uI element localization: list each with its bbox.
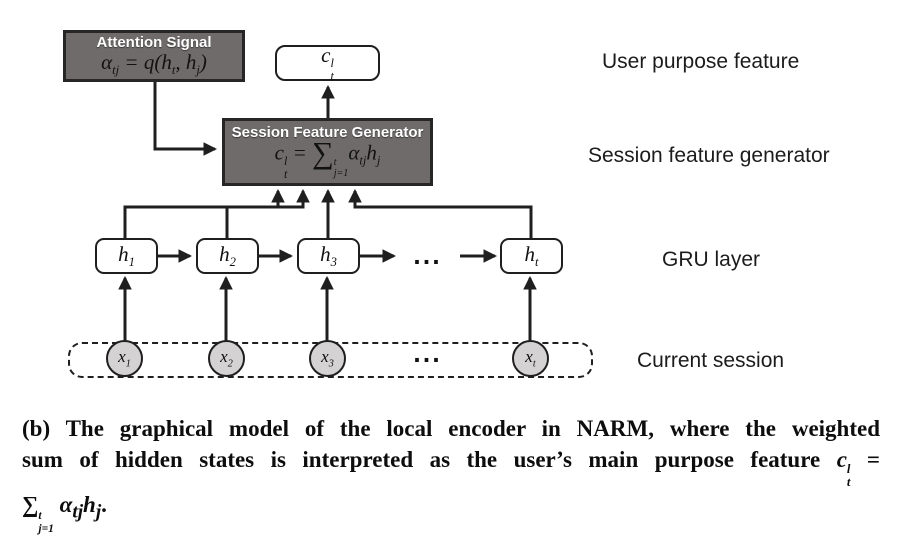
caption-line-1: (b) The graphical model of the local enc… — [22, 416, 880, 441]
label-gru-layer: GRU layer — [662, 248, 761, 271]
gru-node-h2: h2 — [196, 238, 259, 274]
gru-node-h3: h3 — [297, 238, 360, 274]
caption-line-2: sum of hidden states is interpreted as t… — [22, 447, 880, 489]
gru-node-h1: h1 — [95, 238, 158, 274]
session-item-x2: x2 — [208, 340, 245, 377]
session-item-x1: x1 — [106, 340, 143, 377]
label-user-purpose-feature: User purpose feature — [602, 50, 800, 73]
session-item-xt: xt — [512, 340, 549, 377]
attention-signal-box: Attention Signal αtj = q(ht, hj) — [63, 30, 245, 82]
gru-ellipsis: ... — [413, 245, 442, 269]
gru-node-ht: ht — [500, 238, 563, 274]
session-ellipsis: ... — [413, 343, 442, 367]
attention-signal-formula: αtj = q(ht, hj) — [101, 50, 207, 78]
label-current-session: Current session — [637, 349, 785, 372]
session-item-x3: x3 — [309, 340, 346, 377]
session-feature-generator-title: Session Feature Generator — [231, 123, 424, 141]
label-session-feature-generator: Session feature generator — [588, 144, 830, 167]
attention-signal-title: Attention Signal — [96, 34, 212, 52]
figure-caption: (b) The graphical model of the local enc… — [22, 413, 880, 536]
